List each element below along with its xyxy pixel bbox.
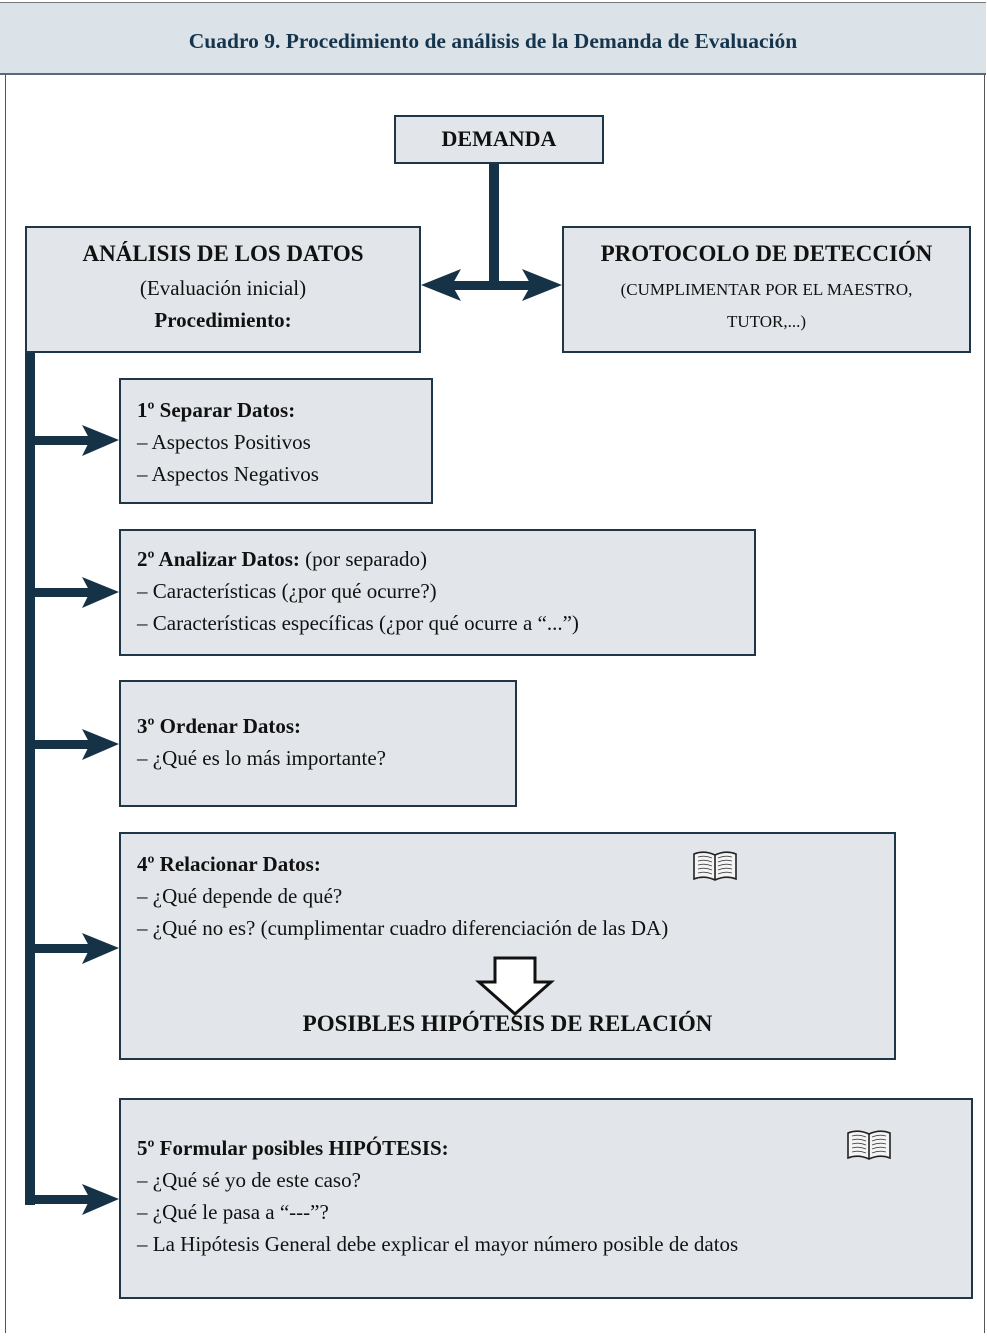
right-arrowhead: [522, 269, 562, 301]
page-title: Cuadro 9. Procedimiento de análisis de l…: [188, 29, 798, 53]
step-5-title-text: 5º Formular posibles HIPÓTESIS:: [137, 1136, 449, 1160]
demanda-box: DEMANDA: [394, 115, 604, 164]
step-4-arrow: [30, 933, 119, 964]
step-1-item-1: – Aspectos Positivos: [137, 430, 311, 454]
analisis-subtitle: (Evaluación inicial): [139, 276, 307, 300]
step-4-item-2: – ¿Qué no es? (cumplimentar cuadro difer…: [137, 916, 669, 940]
step-4-title: 4º Relacionar Datos:: [137, 848, 321, 880]
analisis-title: ANÁLISIS DE LOS DATOS: [82, 241, 364, 266]
step-3-box: 3º Ordenar Datos: – ¿Qué es lo más impor…: [119, 680, 517, 807]
step-1-box: 1º Separar Datos: – Aspectos Positivos –…: [119, 378, 433, 504]
header-bar: Cuadro 9. Procedimiento de análisis de l…: [0, 2, 986, 75]
step-4-box: 4º Relacionar Datos: – ¿Qué depende de q…: [119, 832, 896, 1060]
step-3-arrow: [30, 729, 119, 760]
book-icon: [847, 1130, 891, 1160]
analisis-box: ANÁLISIS DE LOS DATOS (Evaluación inicia…: [25, 226, 421, 353]
step-2-arrow: [30, 577, 119, 608]
step-3-title-text: 3º Ordenar Datos:: [137, 714, 302, 738]
step-4-title-text: 4º Relacionar Datos:: [137, 852, 321, 876]
step-5-title: 5º Formular posibles HIPÓTESIS:: [137, 1132, 449, 1164]
step-2-item-1: – Características (¿por qué ocurre?): [137, 579, 437, 603]
step-1-title-text: 1º Separar Datos:: [137, 398, 296, 422]
frame-border: [5, 3, 985, 1333]
horizontal-connector: [445, 281, 540, 290]
step-2-box: 2º Analizar Datos: (por separado) – Cara…: [119, 529, 756, 656]
step-4-result: POSIBLES HIPÓTESIS DE RELACIÓN: [302, 1011, 713, 1036]
step-3-title: 3º Ordenar Datos:: [137, 710, 301, 742]
step-5-item-3: – La Hipótesis General debe explicar el …: [137, 1232, 739, 1256]
step-5-box: 5º Formular posibles HIPÓTESIS: – ¿Qué s…: [119, 1098, 973, 1299]
protocolo-line1: (CUMPLIMENTAR POR EL MAESTRO,: [620, 280, 913, 299]
down-arrow-icon: [475, 956, 555, 1016]
step-2-title: 2º Analizar Datos: (por separado): [137, 543, 427, 575]
step-5-item-1: – ¿Qué sé yo de este caso?: [137, 1168, 361, 1192]
step-5-item-2: – ¿Qué le pasa a “---”?: [137, 1200, 329, 1224]
protocolo-box: PROTOCOLO DE DETECCIÓN (CUMPLIMENTAR POR…: [562, 226, 971, 353]
step-2-title-suffix: (por separado): [299, 547, 427, 571]
step-2-item-2: – Características específicas (¿por qué …: [137, 611, 579, 635]
demanda-connector: [489, 164, 499, 289]
step-5-arrow: [30, 1184, 119, 1215]
step-1-item-2: – Aspectos Negativos: [137, 462, 319, 486]
step-2-title-text: 2º Analizar Datos:: [137, 547, 300, 571]
book-icon: [693, 851, 737, 881]
analisis-procedure: Procedimiento:: [154, 308, 292, 332]
step-1-title: 1º Separar Datos:: [137, 394, 295, 426]
step-1-arrow: [30, 425, 119, 456]
protocolo-title: PROTOCOLO DE DETECCIÓN: [600, 241, 933, 266]
main-vertical-connector: [25, 353, 35, 1205]
step-3-item-1: – ¿Qué es lo más importante?: [137, 746, 387, 770]
step-4-item-1: – ¿Qué depende de qué?: [137, 884, 343, 908]
protocolo-line2: TUTOR,...): [726, 312, 806, 331]
left-arrowhead: [421, 269, 461, 301]
demanda-label: DEMANDA: [441, 126, 557, 151]
